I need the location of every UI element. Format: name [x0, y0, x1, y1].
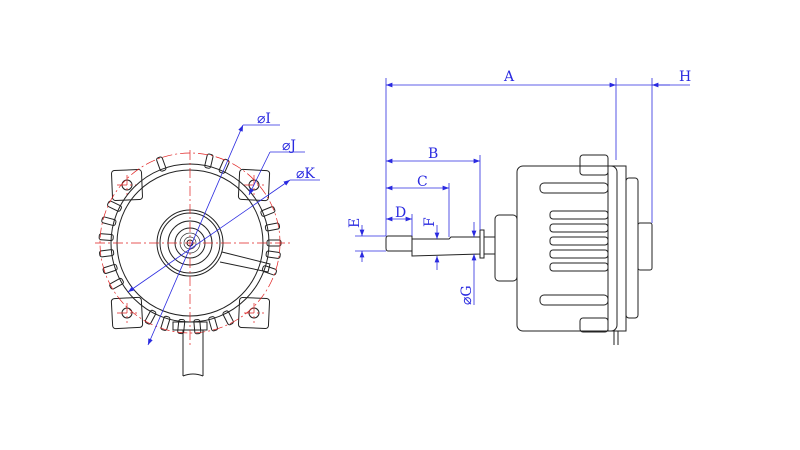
fin	[102, 263, 118, 274]
dim-label-d: D	[395, 205, 406, 221]
side-fin	[539, 294, 609, 306]
side-fin	[549, 236, 609, 246]
dim-label-e: E	[347, 218, 363, 228]
end-cap	[625, 177, 639, 319]
cable	[182, 330, 204, 377]
dim-label-b: B	[428, 146, 438, 162]
rear-boss	[637, 222, 653, 271]
motor-body	[516, 165, 618, 332]
side-fin	[549, 210, 609, 220]
fin	[101, 216, 117, 227]
shaft-washer	[479, 229, 485, 259]
shaft	[411, 236, 481, 257]
dim-label-a: A	[503, 69, 515, 85]
dim-label-c: C	[417, 174, 428, 190]
dim-label-dia-k: ⌀K	[296, 166, 315, 182]
side-view: A H B C D E F ⌀G	[347, 69, 691, 345]
fin	[99, 249, 115, 258]
dim-label-h: H	[679, 69, 691, 85]
dim-label-f: F	[422, 217, 438, 227]
side-fin	[549, 262, 609, 272]
shaft-tip	[385, 235, 413, 252]
front-bearing-hub	[494, 214, 518, 282]
fin	[109, 277, 124, 290]
fin	[98, 233, 114, 241]
fin	[107, 200, 122, 212]
side-fin	[549, 249, 609, 259]
side-fin	[549, 223, 609, 233]
side-fin	[539, 182, 609, 194]
dim-label-dia-j: ⌀J	[282, 138, 296, 154]
side-fins	[539, 182, 609, 306]
dim-label-dia-i: ⌀I	[257, 111, 271, 127]
mounting-ear	[110, 296, 144, 330]
dim-label-dia-g: ⌀G	[459, 285, 475, 305]
front-view: ⌀I ⌀J ⌀K	[95, 111, 320, 377]
